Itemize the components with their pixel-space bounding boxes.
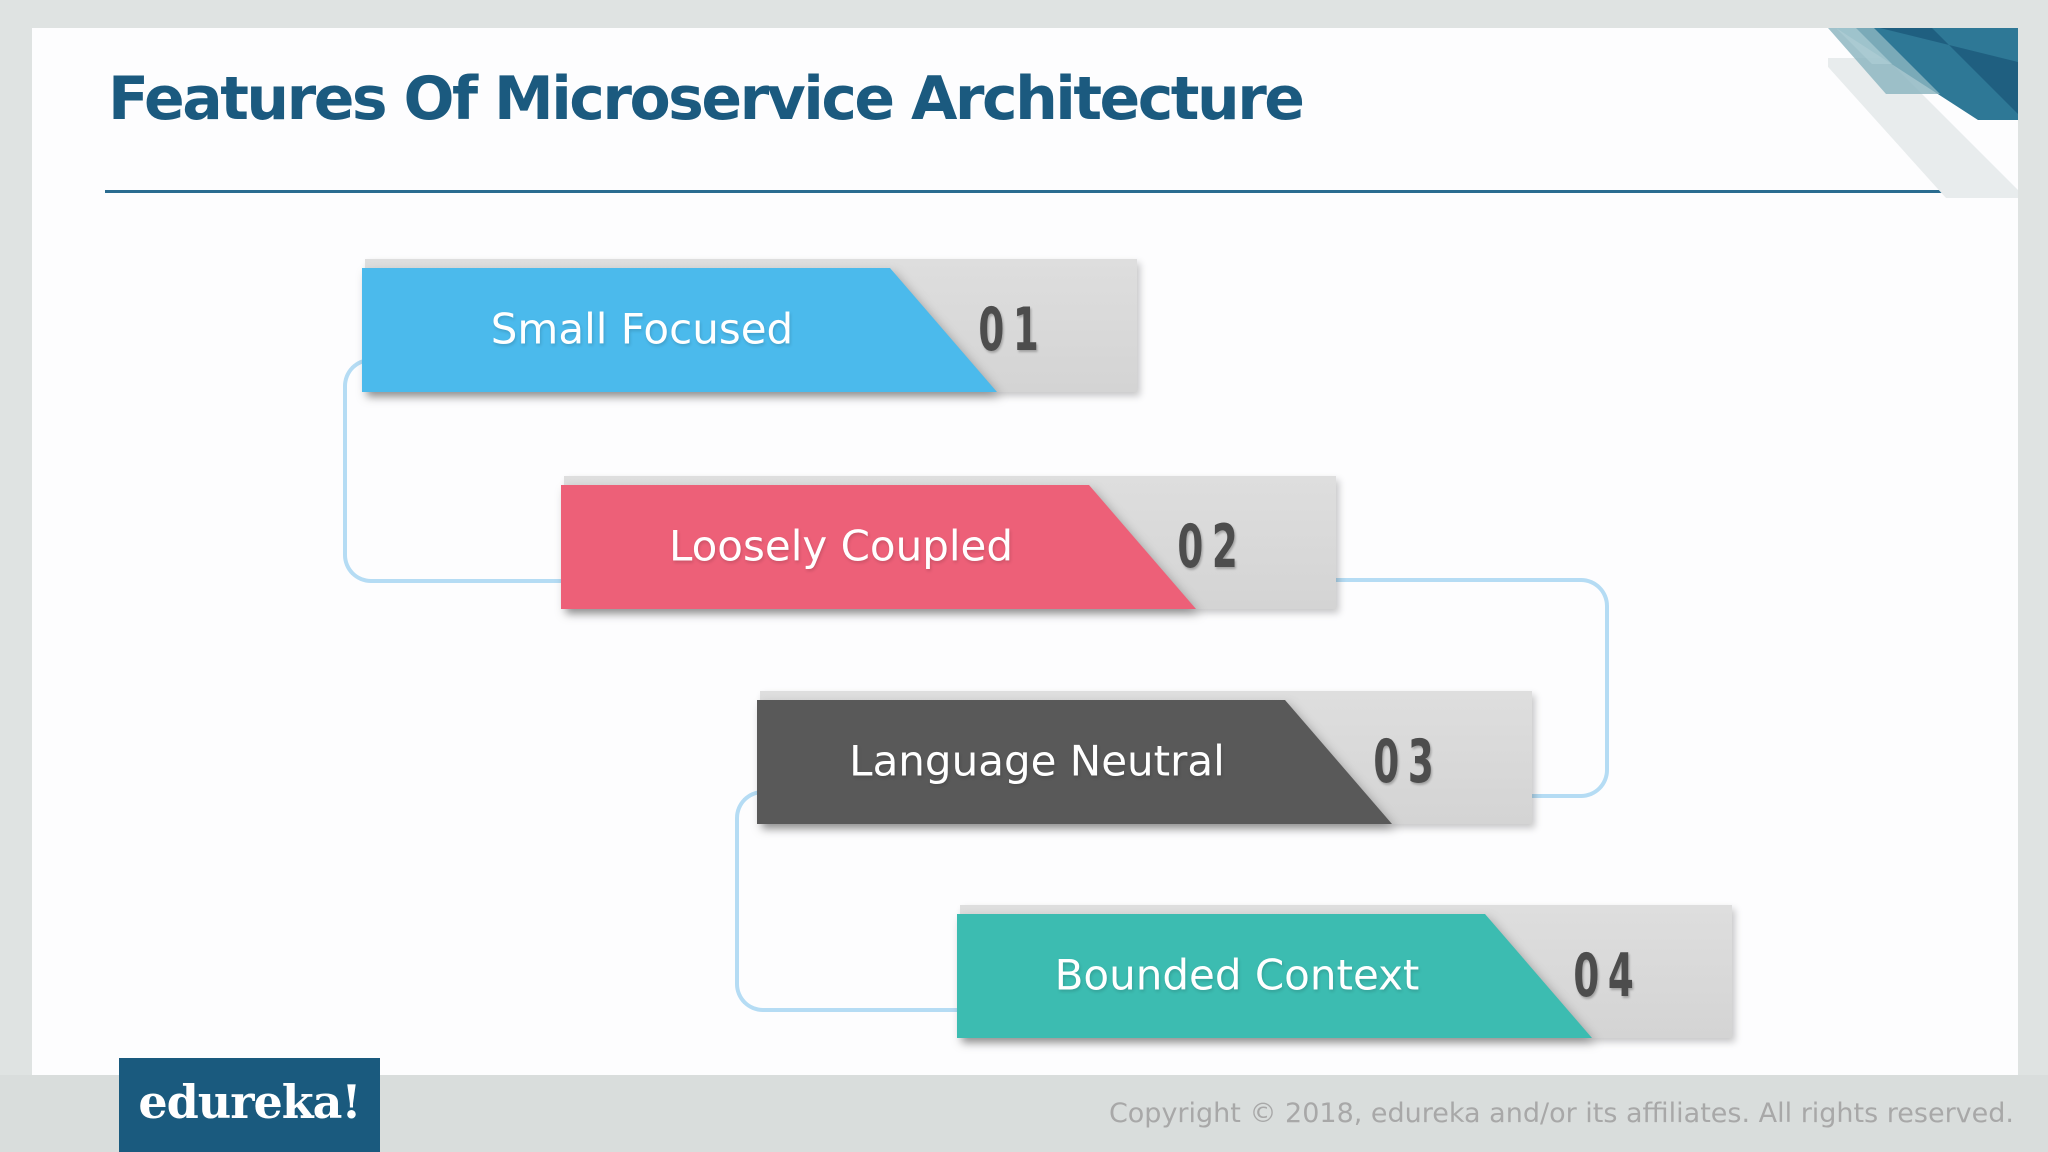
feature-item-language-neutral: Language Neutral 03 [757, 691, 1532, 824]
slide-card: Features Of Microservice Architecture [32, 28, 2018, 1075]
ribbon-shadow-wrap [957, 914, 1592, 1038]
feature-item-loosely-coupled: Loosely Coupled 02 [561, 476, 1336, 609]
feature-label: Loosely Coupled [668, 521, 1014, 571]
page-title: Features Of Microservice Architecture [108, 64, 1305, 134]
feature-label: Small Focused [490, 304, 794, 354]
feature-label: Bounded Context [1054, 950, 1420, 1000]
feature-item-bounded-context: Bounded Context 04 [957, 905, 1732, 1038]
ribbon-shadow-wrap [362, 268, 997, 392]
copyright-text: Copyright © 2018, edureka and/or its aff… [1108, 1098, 2014, 1129]
feature-number: 02 [1176, 512, 1246, 582]
feature-ribbon [757, 700, 1392, 824]
corner-decoration-graphic [1828, 28, 2018, 198]
ribbon-shadow-wrap [561, 485, 1196, 609]
feature-ribbon [561, 485, 1196, 609]
feature-number: 01 [977, 295, 1047, 365]
feature-ribbon [362, 268, 997, 392]
feature-label: Language Neutral [849, 736, 1225, 786]
feature-ribbon [957, 914, 1592, 1038]
edureka-logo: edureka! [119, 1058, 380, 1152]
feature-number: 03 [1372, 727, 1442, 797]
ribbon-shadow-wrap [757, 700, 1392, 824]
edureka-logo-text: edureka! [138, 1075, 361, 1129]
title-underline [105, 190, 1943, 193]
feature-item-small-focused: Small Focused 01 [362, 259, 1137, 392]
feature-number: 04 [1572, 941, 1642, 1011]
